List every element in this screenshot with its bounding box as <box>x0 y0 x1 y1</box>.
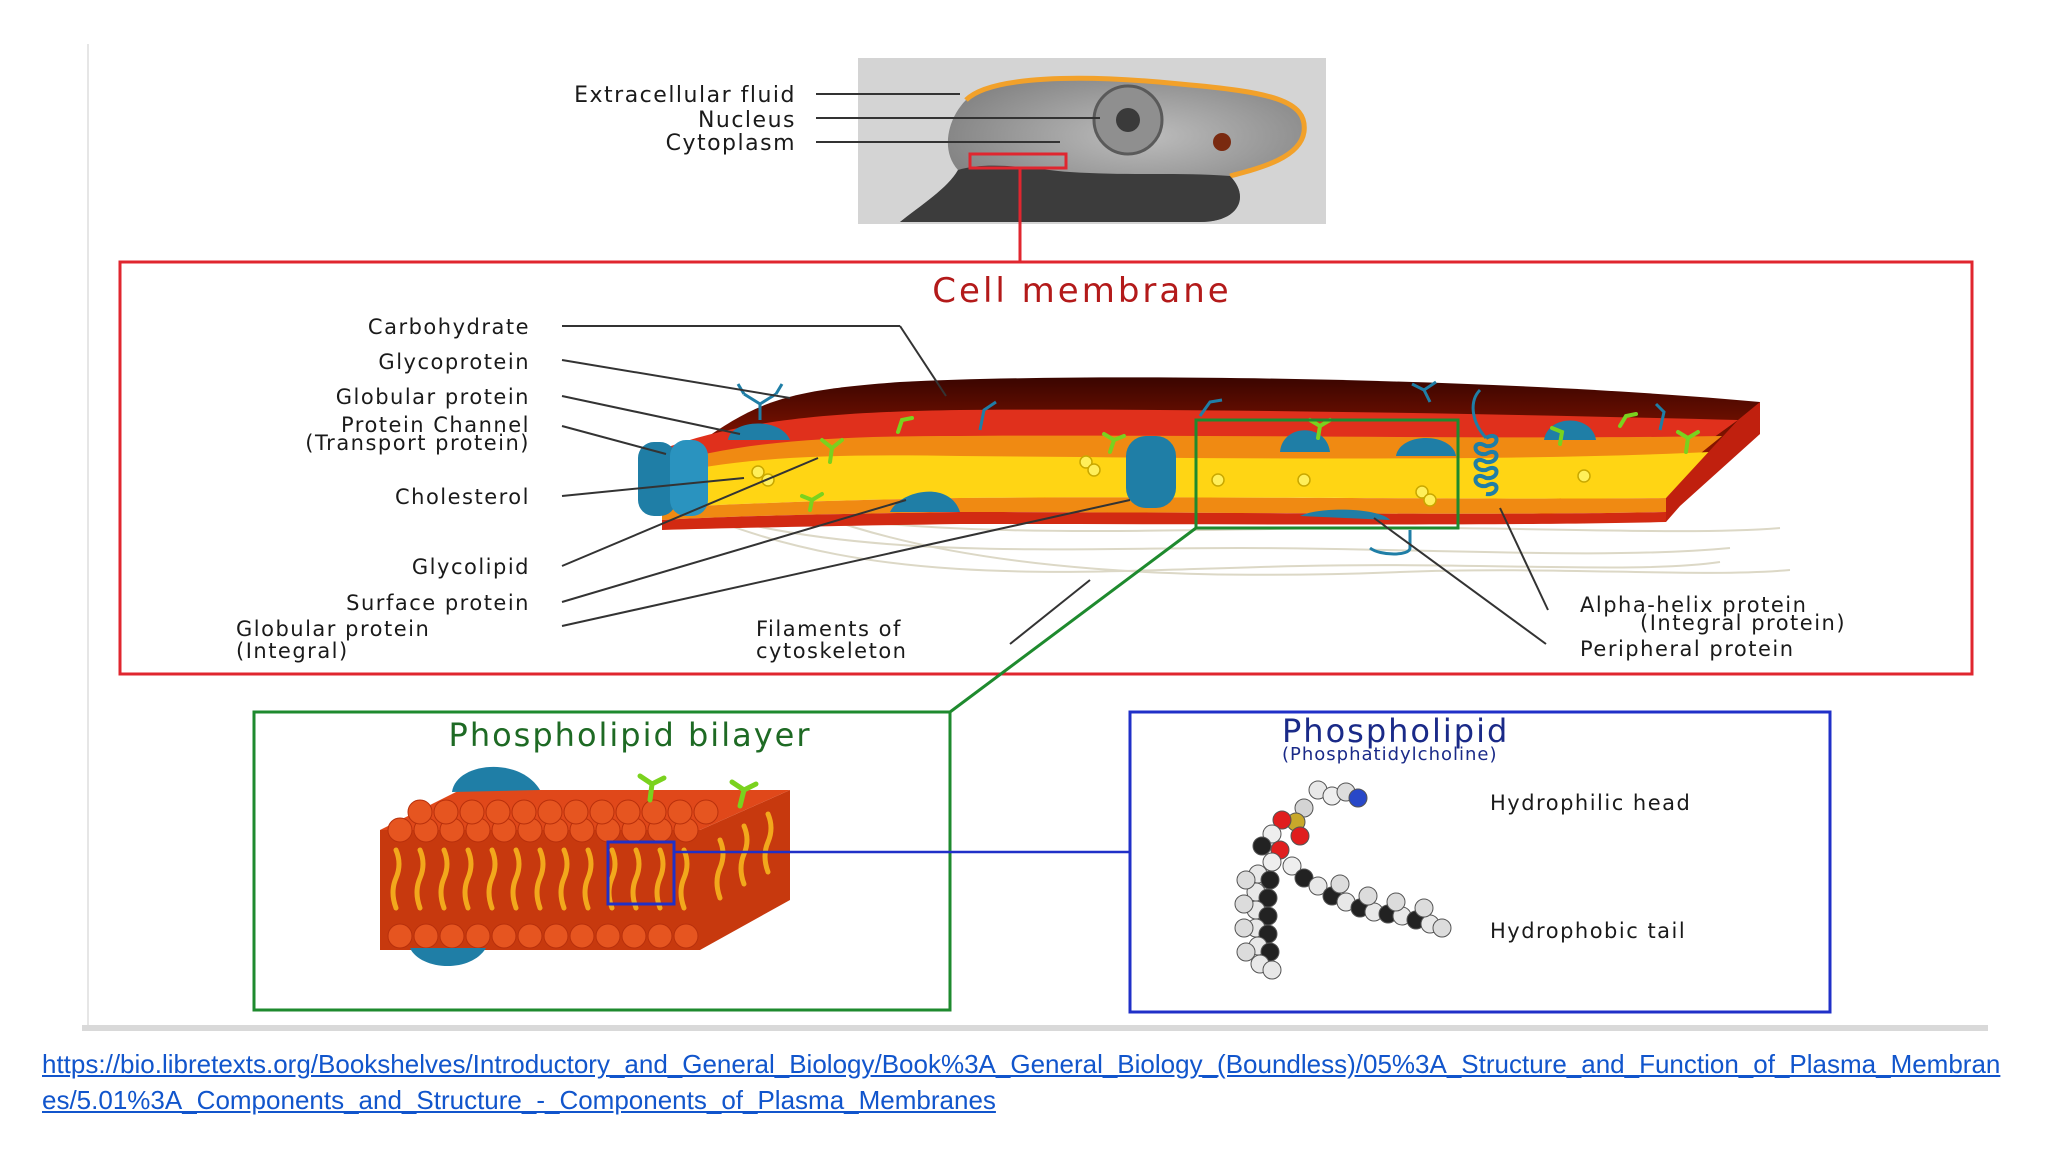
lipid-bilayer <box>660 377 1760 530</box>
label-hydrophobic-tail: Hydrophobic tail <box>1490 919 1686 943</box>
phospholipid-subtitle: (Phosphatidylcholine) <box>1282 744 1498 765</box>
carbohydrate-chains <box>736 380 1666 431</box>
bilayer-glycolipids <box>637 773 759 809</box>
bilayer-protein-bottom <box>410 948 486 967</box>
globular-protein-top <box>728 423 790 440</box>
label-glycoprotein: Glycoprotein <box>378 350 530 374</box>
label-carbohydrate: Carbohydrate <box>368 315 530 339</box>
label-surface-protein: Surface protein <box>346 591 530 615</box>
globular-protein-integral <box>1126 436 1176 508</box>
head-group-grid <box>387 799 719 949</box>
filaments-leader <box>1009 579 1091 645</box>
label-integral-protein: (Integral protein) <box>1640 611 1846 635</box>
label-integral: (Integral) <box>236 639 349 663</box>
label-extracellular-fluid: Extracellular fluid <box>574 83 796 108</box>
phospholipid-frame <box>1128 710 1832 1014</box>
bilayer-protein-top <box>452 766 540 792</box>
label-peripheral-protein: Peripheral protein <box>1580 637 1795 661</box>
bilayer-title: Phospholipid bilayer <box>449 716 812 754</box>
cell-membrane-panel: Cell membrane <box>118 260 1974 714</box>
cholesterol-markers <box>751 455 1591 507</box>
label-filaments-of: Filaments of <box>756 617 902 641</box>
cell-membrane-title: Cell membrane <box>932 271 1231 311</box>
cell-overview: Extracellular fluid Nucleus Cytoplasm <box>574 58 1326 262</box>
alpha-helix-tail <box>1471 388 1488 439</box>
left-leader-lines <box>561 325 1131 627</box>
label-cholesterol: Cholesterol <box>395 485 530 509</box>
cytoskeleton-filaments <box>699 507 1791 576</box>
protein-top-3 <box>1396 438 1456 456</box>
molecule-zoom-marker <box>606 840 676 906</box>
nucleolus <box>1116 108 1140 132</box>
cell-outer-membrane <box>964 75 1307 179</box>
surface-protein <box>890 491 960 512</box>
glycolipid-markers <box>800 412 1700 512</box>
label-globular-protein: Globular protein <box>336 385 530 409</box>
membrane-right-edge <box>1666 402 1760 522</box>
protein-top-4 <box>1544 420 1596 440</box>
phospholipid-molecule <box>1234 780 1452 980</box>
peripheral-protein <box>1300 509 1390 520</box>
label-cytoplasm: Cytoplasm <box>666 131 796 156</box>
label-nucleus: Nucleus <box>698 108 796 133</box>
phospholipid-panel: Phospholipid (Phosphatidylcholine) Hydro… <box>1128 710 1832 1014</box>
source-link[interactable]: https://bio.libretexts.org/Bookshelves/I… <box>42 1049 2001 1115</box>
peripheral-tail <box>1369 530 1412 556</box>
organelle <box>1213 133 1231 151</box>
membrane-lower-red <box>662 512 1666 530</box>
cell-lower-dark <box>900 165 1240 222</box>
phospholipid-title: Phospholipid <box>1282 712 1509 750</box>
label-protein-channel: Protein Channel <box>341 413 530 437</box>
label-glycolipid: Glycolipid <box>412 555 530 579</box>
label-cytoskeleton: cytoskeleton <box>756 639 907 663</box>
bilayer-zoom-connector <box>949 526 1197 714</box>
label-globular-protein-integral: Globular protein <box>236 617 430 641</box>
bilayer-zoom-marker <box>1194 418 1460 530</box>
protein-channel <box>638 440 708 516</box>
zoom-marker <box>968 152 1068 170</box>
tail-pattern <box>390 811 774 911</box>
right-leader-lines <box>1373 507 1549 645</box>
label-transport-protein: (Transport protein) <box>305 431 530 455</box>
label-hydrophilic-head: Hydrophilic head <box>1490 791 1691 815</box>
alpha-helix-protein <box>1473 434 1499 497</box>
phospholipid-bilayer-panel: Phospholipid bilayer <box>252 710 1130 1012</box>
label-alpha-helix-protein: Alpha-helix protein <box>1580 593 1807 617</box>
cell-membrane-diagram: Extracellular fluid Nucleus Cytoplasm Ce… <box>82 44 1988 1031</box>
